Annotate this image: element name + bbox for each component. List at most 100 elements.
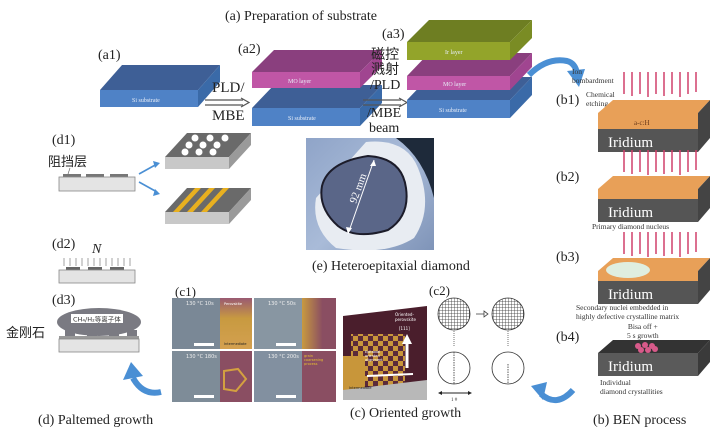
flow-arrow-b-to-c [531, 382, 576, 403]
plasma-growth-d3: CH₄/H₂等离子体 [57, 308, 141, 353]
iridium-block-b1: a-c:H Iridium [598, 100, 710, 152]
step2-line1: 磁控 [371, 48, 400, 63]
ion-arrows-b1 [623, 72, 697, 97]
nitrogen-label: N [92, 242, 102, 257]
note-line1: Secondary nuclei embedded in [576, 303, 669, 312]
grain-boundaries [223, 367, 248, 393]
step-line2: 5 s growth [627, 331, 659, 340]
process-arrow-1 [205, 97, 251, 108]
step1-line1: PLD/ [212, 80, 245, 96]
label-a1: (a1) [98, 48, 121, 63]
mo-on-si-stack-a2: MO layer Si substrate [252, 50, 382, 126]
panel-a-title: (a) Preparation of substrate [225, 9, 377, 24]
label-b3: (b3) [556, 250, 580, 265]
step2-line5: beam [368, 121, 400, 136]
split-arrows-d1 [138, 161, 160, 196]
label-b2: (b2) [556, 170, 580, 185]
si-layer-text: Si substrate [288, 116, 316, 122]
scale-bar [194, 343, 214, 346]
wafer-illustration: 92 mm [315, 138, 434, 250]
barrier-layer-label: 阻挡层 [48, 155, 88, 170]
iridium-block-b2: Iridium [598, 176, 710, 222]
primary-nucleus-note: Primary diamond nucleus [592, 222, 670, 231]
panel-b-caption: (b) BEN process [593, 413, 687, 428]
diamond-wafer-photo: 92 mm [306, 138, 434, 250]
scale-bar [194, 395, 214, 398]
iridium-text: Iridium [608, 287, 653, 303]
step2-text: 磁控 溅射 /PLD [370, 48, 400, 93]
tile-overlay [302, 298, 336, 349]
ion-bombardment-label: Ion bombardment [572, 67, 622, 85]
tile-overlay [220, 298, 252, 349]
oriented-perovskite-label: Oriented-perovskite [395, 312, 416, 322]
panel-e-caption: (e) Heteroepitaxial diamond [312, 259, 470, 274]
scale-bar [276, 395, 296, 398]
scale-bar [276, 343, 296, 346]
grain-coarsening-label: grain coarsening process [304, 354, 324, 366]
label-d1: (d1) [52, 133, 76, 148]
label-b4: (b4) [556, 330, 580, 345]
label-a2: (a2) [238, 42, 261, 57]
ir-mo-si-stack-a3: Ir layer MO layer Si substrate [407, 20, 532, 118]
dot-pattern-plate [165, 133, 251, 169]
iridium-text: Iridium [608, 135, 653, 151]
note-line2: diamond crystallities [600, 387, 663, 396]
ion-arrows-b2 [623, 150, 697, 175]
step2-line4: /MBE [367, 106, 402, 121]
c1-micrograph-grid: 130 °C 10s Perovskite Intermediate 130 °… [172, 298, 336, 402]
mo-layer-text: MO layer [288, 79, 311, 85]
secondary-nuclei-note: Secondary nuclei embedded in highly defe… [576, 303, 679, 321]
flow-arrow-a-to-b [526, 57, 585, 87]
c1-tile-4: 130 °C 200s grain coarsening process [254, 351, 336, 402]
tile-temp: 130 °C 200s [268, 354, 299, 360]
label-d3: (d3) [52, 293, 76, 308]
chemical-etching-label: Chemical etching [586, 90, 615, 108]
slab-text: Si substrate [132, 98, 160, 104]
iridium-text: Iridium [608, 359, 653, 375]
masked-substrate-d1 [58, 167, 136, 192]
diamond-label: 金刚石 [6, 326, 46, 341]
si-layer-text: Si substrate [439, 108, 467, 114]
alignment-label: Epitaxial oriented alignment [365, 350, 383, 362]
ion-text: Ion bombardment [572, 67, 614, 85]
label-a3: (a3) [382, 27, 405, 42]
note-line1: Individual [600, 378, 631, 387]
step2-text-lower: /MBE beam [367, 106, 401, 136]
flow-arrow-c-to-d [123, 362, 162, 396]
bias-off-note: Bisa off + 5 s growth [627, 322, 659, 340]
step1-line2: MBE [212, 108, 245, 124]
oriented-perovskite-illustration: Oriented-perovskite [111] Epitaxial orie… [343, 306, 427, 400]
plasma-label: CH₄/H₂等离子体 [73, 315, 121, 324]
step2-line3: /PLD [370, 78, 401, 93]
tile-overlay [302, 351, 336, 402]
tile-temp: 130 °C 50s [268, 301, 296, 307]
tile-temp: 130 °C 180s [186, 354, 217, 360]
intermediate-label: Intermediate [349, 386, 372, 390]
c1-tile-1: 130 °C 10s Perovskite Intermediate [172, 298, 252, 349]
ir-layer-text: Ir layer [445, 50, 463, 56]
direction-label: [111] [399, 326, 410, 331]
label-c2: (c2) [429, 283, 450, 298]
label-b1: (b1) [556, 93, 580, 108]
step-line1: Bisa off + [627, 322, 658, 331]
mo-layer-text: MO layer [443, 82, 466, 88]
iridium-block-b4: Iridium [598, 340, 710, 376]
tile-overlay [220, 351, 252, 402]
intermediate-label: Intermediate [224, 342, 247, 346]
nitrogen-implant-d2 [58, 258, 136, 284]
ion-arrows-b3 [623, 232, 697, 257]
perovskite-label: Perovskite [224, 302, 243, 306]
c2-diffraction-diagram: 1 # [437, 297, 525, 403]
panel-d-caption: (d) Paltemed growth [38, 413, 154, 428]
stripe-pattern-plate [165, 188, 251, 224]
label-d2: (d2) [52, 237, 76, 252]
si-substrate-slab-a1: Si substrate [100, 65, 220, 107]
c1-tile-3: 130 °C 180s [172, 351, 252, 402]
iridium-block-b3: Iridium [598, 258, 710, 304]
c1-tile-2: 130 °C 50s [254, 298, 336, 349]
tile-temp: 130 °C 10s [186, 301, 214, 307]
checker-block [343, 306, 427, 400]
individual-crystal-note: Individual diamond crystallities [600, 378, 663, 396]
panel-c-caption: (c) Oriented growth [350, 406, 462, 421]
a-ch-text: a-c:H [634, 119, 650, 127]
